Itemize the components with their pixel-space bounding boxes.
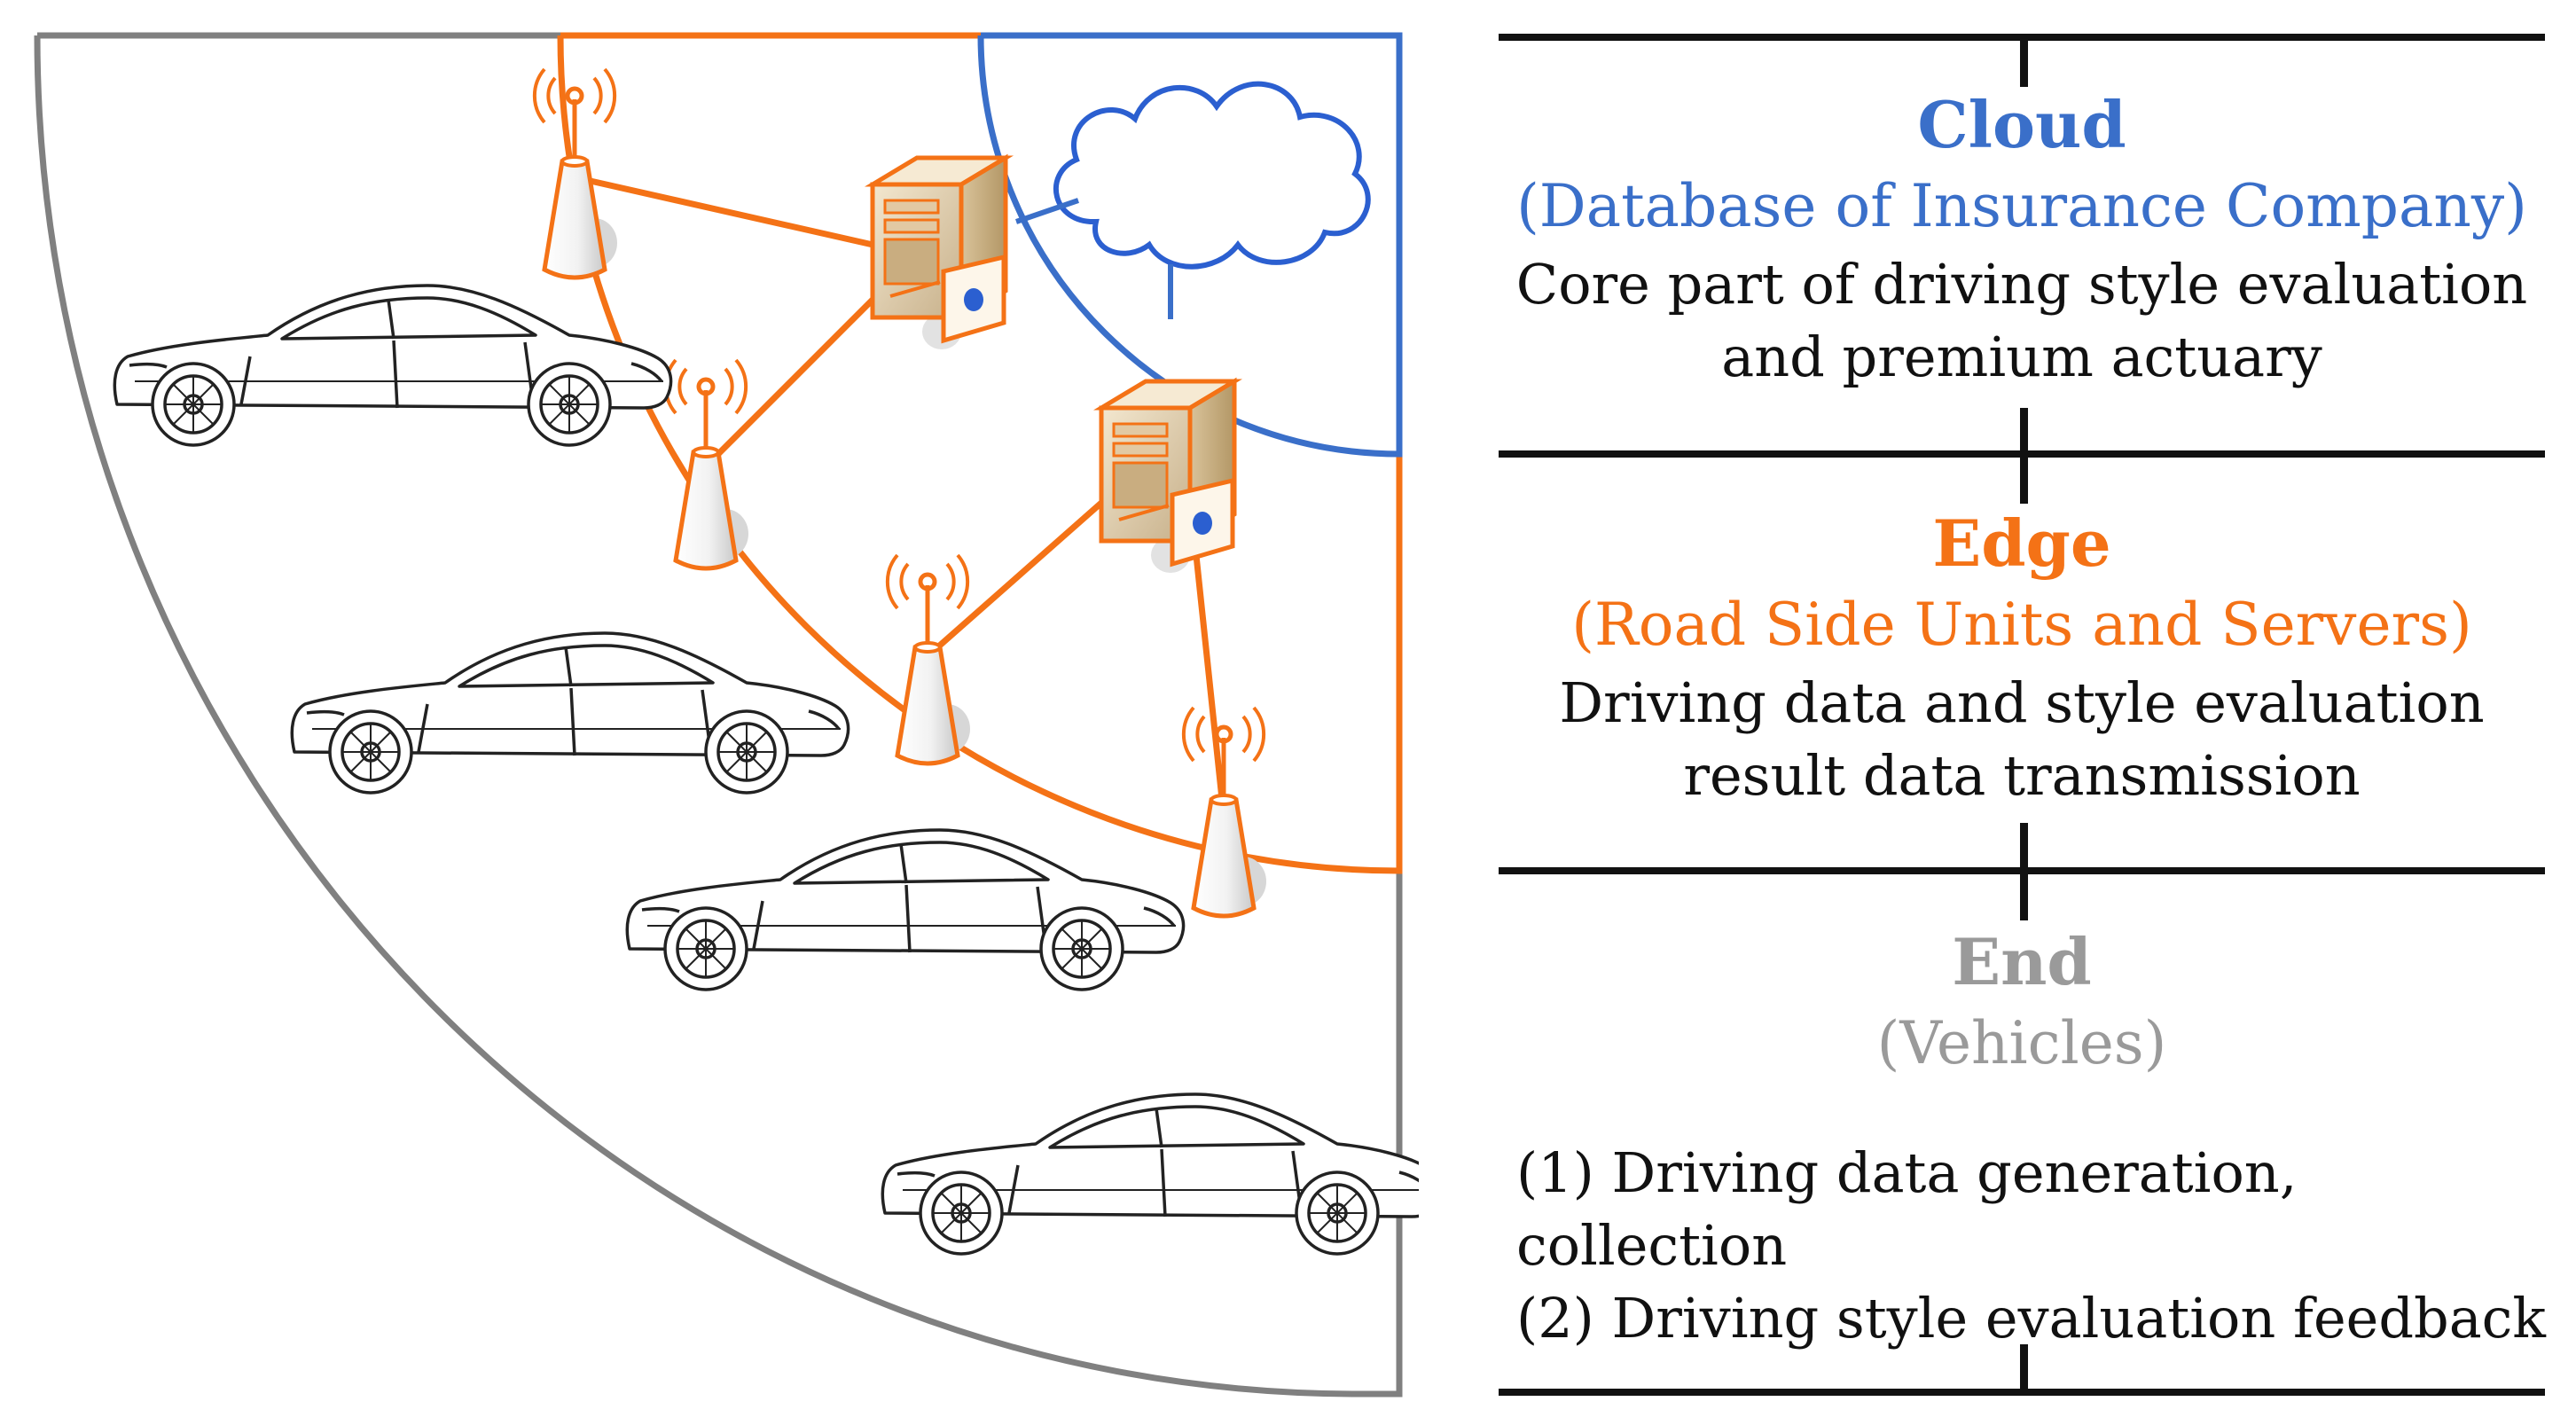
cloud-layer-subtitle: (Database of Insurance Company)	[1516, 172, 2527, 240]
layer-divider-top	[1499, 34, 2545, 41]
layer-connector-bottom	[2020, 1344, 2028, 1392]
cloud-layer-desc-line2: and premium actuary	[1721, 325, 2322, 389]
layer-connector-edge-end-lower	[2020, 873, 2028, 920]
end-layer-item-1: (1) Driving data generation, collection	[1516, 1140, 2298, 1278]
layer-divider-edge-end	[1499, 867, 2545, 874]
cloud-icon	[1053, 81, 1371, 270]
edge-layer-description: Edge (Road Side Units and Servers) Drivi…	[1490, 507, 2554, 812]
layer-connector-cloud-edge-upper	[2020, 408, 2028, 456]
layer-divider-bottom	[1499, 1389, 2545, 1396]
layer-connector-cloud-edge-lower	[2020, 456, 2028, 504]
architecture-diagram	[34, 32, 1419, 1398]
layer-divider-cloud-edge	[1499, 450, 2545, 458]
end-layer-subtitle: (Vehicles)	[1876, 1009, 2167, 1077]
end-layer-list: (1) Driving data generation, collection …	[1516, 1137, 2563, 1355]
end-layer-item-2: (2) Driving style evaluation feedback	[1516, 1286, 2546, 1351]
end-layer-title: End	[1952, 924, 2092, 999]
cloud-links	[1015, 198, 1173, 319]
layer-connector-top	[2020, 39, 2028, 87]
cloud-layer-description: Cloud (Database of Insurance Company) Co…	[1490, 89, 2554, 394]
cloud-layer-title: Cloud	[1917, 87, 2126, 162]
layer-connector-edge-end-upper	[2020, 823, 2028, 871]
edge-layer-desc-line1: Driving data and style evaluation	[1559, 670, 2485, 735]
cloud-region-boundary	[977, 32, 1403, 458]
end-layer-description: End (Vehicles)	[1490, 926, 2554, 1080]
edge-layer-subtitle: (Road Side Units and Servers)	[1571, 591, 2472, 659]
edge-layer-title: Edge	[1932, 505, 2111, 581]
edge-layer-desc-line2: result data transmission	[1683, 743, 2361, 808]
cloud-layer-desc-line1: Core part of driving style evaluation	[1515, 252, 2528, 317]
